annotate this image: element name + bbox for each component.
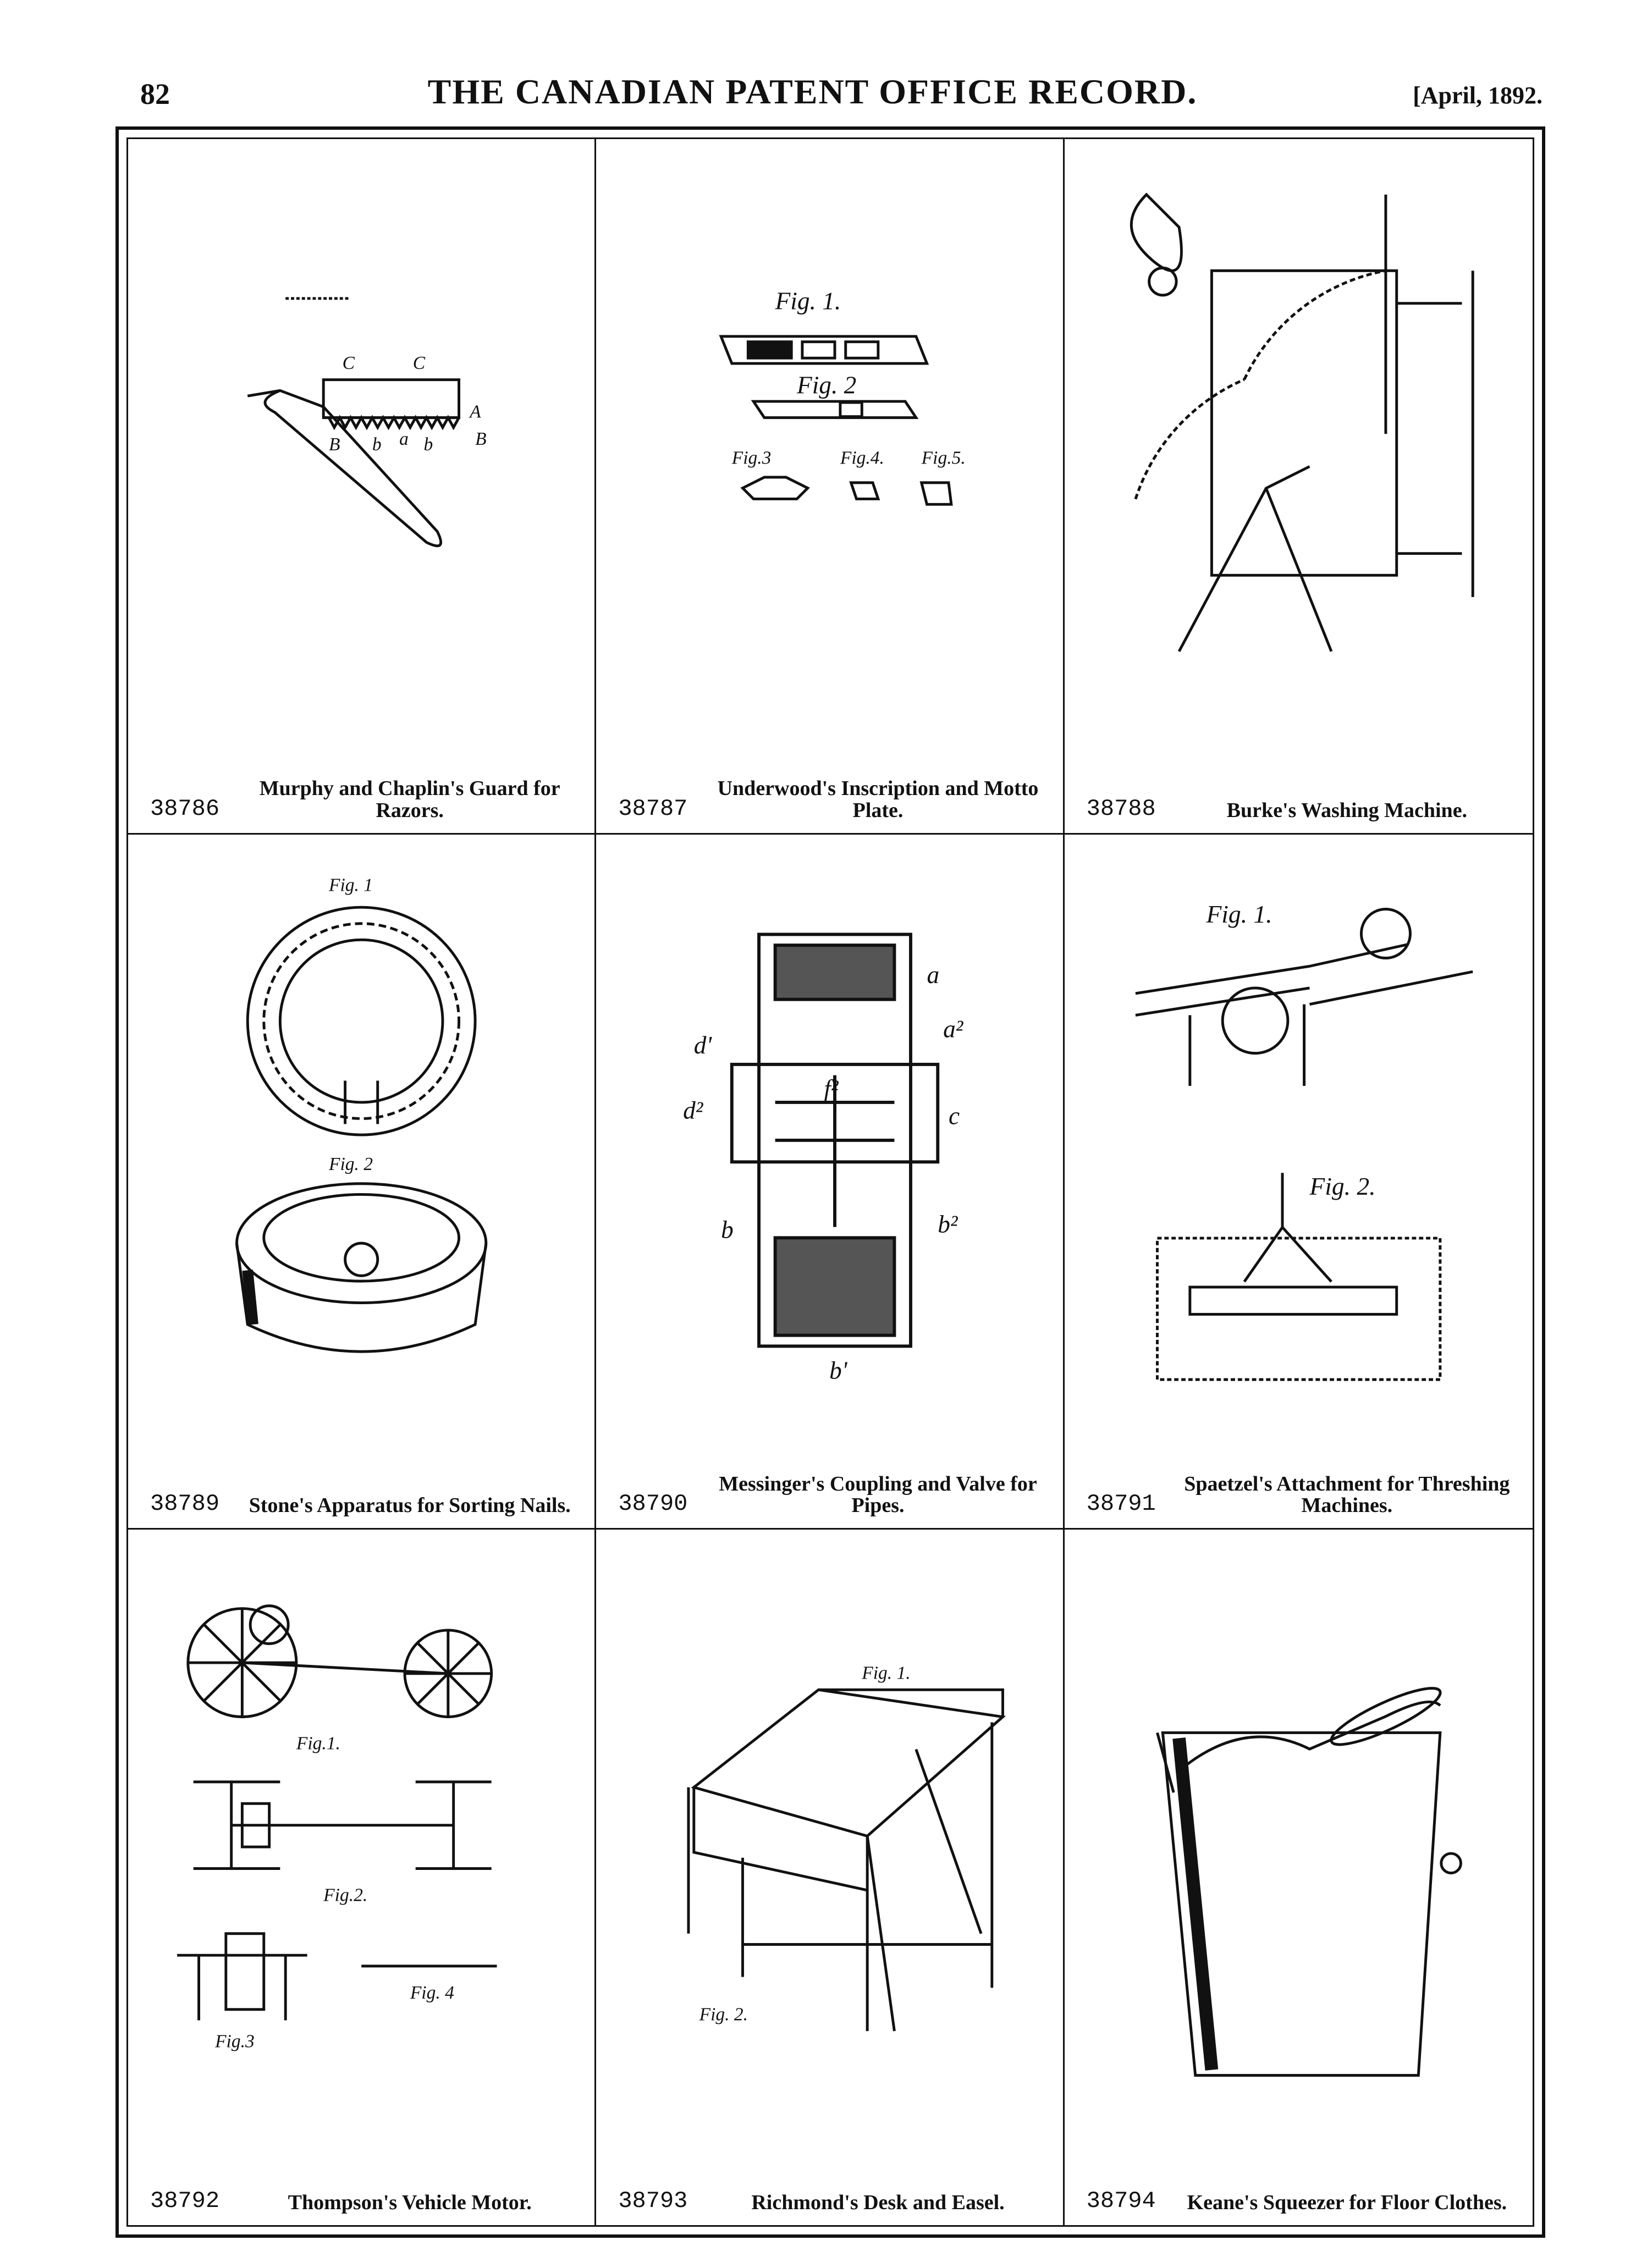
patent-cell-38792: Fig.1. Fig.2. Fig.3 Fig. 4 38792 Thompso… — [128, 1530, 597, 2225]
label-f2: f² — [824, 1075, 840, 1102]
desk-easel-drawing: Fig. 1. Fig. 2. — [687, 1663, 1006, 2032]
patent-number: 38791 — [1086, 1491, 1156, 1517]
label-d2: d² — [683, 1096, 704, 1124]
caption: 38789 Stone's Apparatus for Sorting Nail… — [150, 1451, 578, 1517]
fig-1-label: Fig. 1. — [862, 1663, 911, 1684]
fig-2-label: Fig. 2. — [699, 2005, 748, 2025]
caption: 38788 Burke's Washing Machine. — [1087, 756, 1516, 822]
patent-number: 38790 — [618, 1491, 688, 1517]
patent-number: 38787 — [618, 795, 688, 822]
patent-cell-38787: Fig. 1. Fig. 2 Fig.3 Fig.4. — [596, 139, 1065, 835]
patent-title: Spaetzel's Attachment for Threshing Mach… — [1184, 1472, 1510, 1517]
caption: 38793 Richmond's Desk and Easel. — [618, 2148, 1046, 2214]
patent-cell-38791: Fig. 1. Fig. 2. 38791 — [1064, 835, 1533, 1530]
issue-date: [April, 1892. — [1413, 82, 1543, 109]
label-a: a — [927, 961, 940, 989]
fig-2-label: Fig. 2 — [796, 371, 856, 399]
caption: 38787 Underwood's Inscription and Motto … — [618, 756, 1046, 822]
svg-text:C: C — [343, 353, 355, 373]
inscription-plate-drawing: Fig. 1. Fig. 2 Fig.3 Fig.4. — [719, 288, 966, 506]
patent-number: 38788 — [1086, 795, 1156, 822]
patent-number: 38792 — [150, 2187, 220, 2214]
fig-2-label: Fig.2. — [323, 1885, 367, 1906]
razor-guard-drawing: C C A B B b a b — [247, 297, 487, 548]
svg-text:a: a — [399, 429, 409, 449]
threshing-attachment-drawing: Fig. 1. Fig. 2. — [1135, 900, 1473, 1381]
vehicle-motor-drawing: Fig.1. Fig.2. Fig.3 Fig. 4 — [177, 1604, 497, 2052]
patent-title: Stone's Apparatus for Sorting Nails. — [249, 1494, 571, 1517]
caption: 38791 Spaetzel's Attachment for Threshin… — [1087, 1451, 1516, 1517]
svg-text:B: B — [329, 434, 340, 455]
squeezer-drawing — [1155, 1687, 1462, 2077]
page-header: 82 THE CANADIAN PATENT OFFICE RECORD. [A… — [0, 71, 1625, 121]
publication-title: THE CANADIAN PATENT OFFICE RECORD. — [427, 72, 1198, 111]
washing-machine-drawing — [1130, 192, 1474, 652]
fig-1-label: Fig. 1 — [328, 875, 373, 895]
patent-title: Keane's Squeezer for Floor Clothes. — [1187, 2191, 1507, 2215]
svg-text:C: C — [413, 353, 426, 373]
patent-cell-38793: Fig. 1. Fig. 2. 38793 Richmond's Desk a — [596, 1530, 1065, 2225]
caption: 38790 Messinger's Coupling and Valve for… — [618, 1451, 1046, 1517]
fig-4-label: Fig.4. — [840, 448, 884, 468]
svg-text:B: B — [475, 429, 486, 449]
svg-text:b: b — [372, 434, 382, 455]
fig-1-label: Fig. 1. — [775, 288, 841, 315]
fig-1-label: Fig.1. — [296, 1734, 340, 1754]
label-b-prime: b' — [829, 1356, 848, 1384]
fig-2-label: Fig. 2. — [1309, 1172, 1375, 1200]
patent-cell-38794: 38794 Keane's Squeezer for Floor Clothes… — [1065, 1530, 1533, 2225]
label-d-prime: d' — [694, 1031, 713, 1059]
plate-frame: C C A B B b a b 38786 Murphy and Chaplin… — [115, 126, 1545, 2238]
patent-cell-38788: 38788 Burke's Washing Machine. — [1064, 139, 1533, 835]
patent-title: Murphy and Chaplin's Guard for Razors. — [259, 776, 560, 822]
caption: 38786 Murphy and Chaplin's Guard for Raz… — [150, 756, 578, 822]
fig-5-label: Fig.5. — [921, 448, 966, 468]
patent-number: 38793 — [618, 2187, 688, 2214]
label-c: c — [949, 1102, 960, 1129]
coupling-valve-drawing: a d' a² f² d² c b b² b' — [683, 932, 964, 1384]
svg-text:A: A — [469, 402, 481, 422]
nail-sorter-drawing: Fig. 1 Fig. 2 — [235, 875, 488, 1353]
fig-4-label: Fig. 4 — [410, 1983, 454, 2003]
patent-cell-38789: Fig. 1 Fig. 2 38789 — [128, 834, 597, 1530]
patent-title: Thompson's Vehicle Motor. — [288, 2191, 532, 2215]
label-a2: a² — [943, 1015, 964, 1042]
patent-number: 38794 — [1086, 2187, 1156, 2214]
label-b: b — [721, 1216, 734, 1243]
patent-cell-38786: C C A B B b a b 38786 Murphy and Chaplin… — [128, 139, 597, 835]
fig-3-label: Fig.3 — [214, 2032, 255, 2052]
fig-3-label: Fig.3 — [731, 448, 772, 468]
patent-title: Messinger's Coupling and Valve for Pipes… — [719, 1472, 1037, 1517]
fig-2-label: Fig. 2 — [328, 1154, 373, 1174]
plate-inner-frame: C C A B B b a b 38786 Murphy and Chaplin… — [126, 137, 1534, 2227]
caption: 38792 Thompson's Vehicle Motor. — [150, 2148, 578, 2214]
page-number: 82 — [140, 78, 170, 111]
svg-text:b: b — [423, 434, 433, 455]
patent-cell-38790: a d' a² f² d² c b b² b' 38790 Messinger'… — [596, 834, 1065, 1530]
label-b2: b² — [938, 1210, 959, 1238]
patent-title: Underwood's Inscription and Motto Plate. — [717, 776, 1039, 822]
patent-number: 38789 — [150, 1491, 220, 1517]
fig-1-label: Fig. 1. — [1205, 900, 1272, 928]
patent-grid: C C A B B b a b 38786 Murphy and Chaplin… — [128, 139, 1533, 2225]
patent-title: Richmond's Desk and Easel. — [751, 2191, 1005, 2215]
patent-title: Burke's Washing Machine. — [1226, 798, 1468, 822]
patent-number: 38786 — [150, 795, 220, 822]
caption: 38794 Keane's Squeezer for Floor Clothes… — [1087, 2148, 1516, 2214]
